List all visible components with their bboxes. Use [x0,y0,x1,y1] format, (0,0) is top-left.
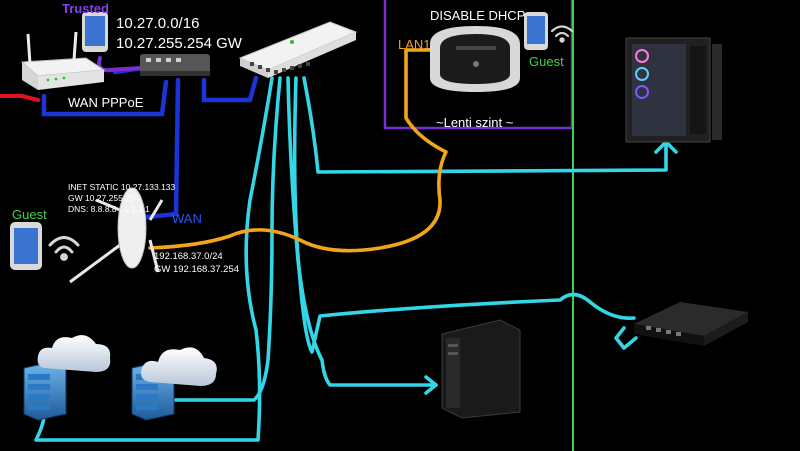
guest-label-top: Guest [529,54,564,69]
cloud-icon [37,335,111,372]
wifi-icon [48,236,80,261]
disable-dhcp-label: DISABLE DHCP [430,8,526,23]
smartphone-icon [10,222,42,270]
ceiling-access-point-icon [69,187,164,284]
inet-static-label: INET STATIC 10.27.133.133 [68,182,176,192]
guest-label-left: Guest [12,207,47,222]
gaming-pc-icon [625,37,722,143]
power-cable [0,94,40,102]
uplink-cable [148,48,448,253]
ap-gateway-label: GW 192.168.37.254 [154,264,240,275]
router-icon [20,31,106,90]
mini-switch-icon [140,54,210,76]
lan-cables [34,76,678,442]
trusted-patch-cable [97,56,142,73]
trusted-label: Trusted [62,1,109,16]
inet-dns-label: DNS: 8.8.8.8 , 1.1.1.1 [68,204,150,214]
network-gateway: 10.27.255.254 GW [116,35,242,52]
smartphone-icon [82,12,108,52]
desktop-switch-icon [634,302,748,346]
cloud-icon [141,347,217,386]
smartphone-icon [524,12,548,50]
server-icon [23,361,67,421]
network-address: 10.27.0.0/16 [116,15,200,32]
ap-network-label: 192.168.37.0/24 [154,251,223,262]
wan-pppoe-label: WAN PPPoE [68,95,144,110]
wan-label-ap: WAN [172,211,202,226]
wifi-icon [550,25,574,43]
lan1-label: LAN1 [398,37,431,52]
inet-gateway-label: GW 10.27.255.254 [68,193,140,203]
desktop-pc-icon [441,319,521,419]
ethernet-switch-icon [238,21,358,78]
lenti-szint-label: ~Lenti szint ~ [436,115,514,130]
wifi-router-icon [430,26,520,92]
